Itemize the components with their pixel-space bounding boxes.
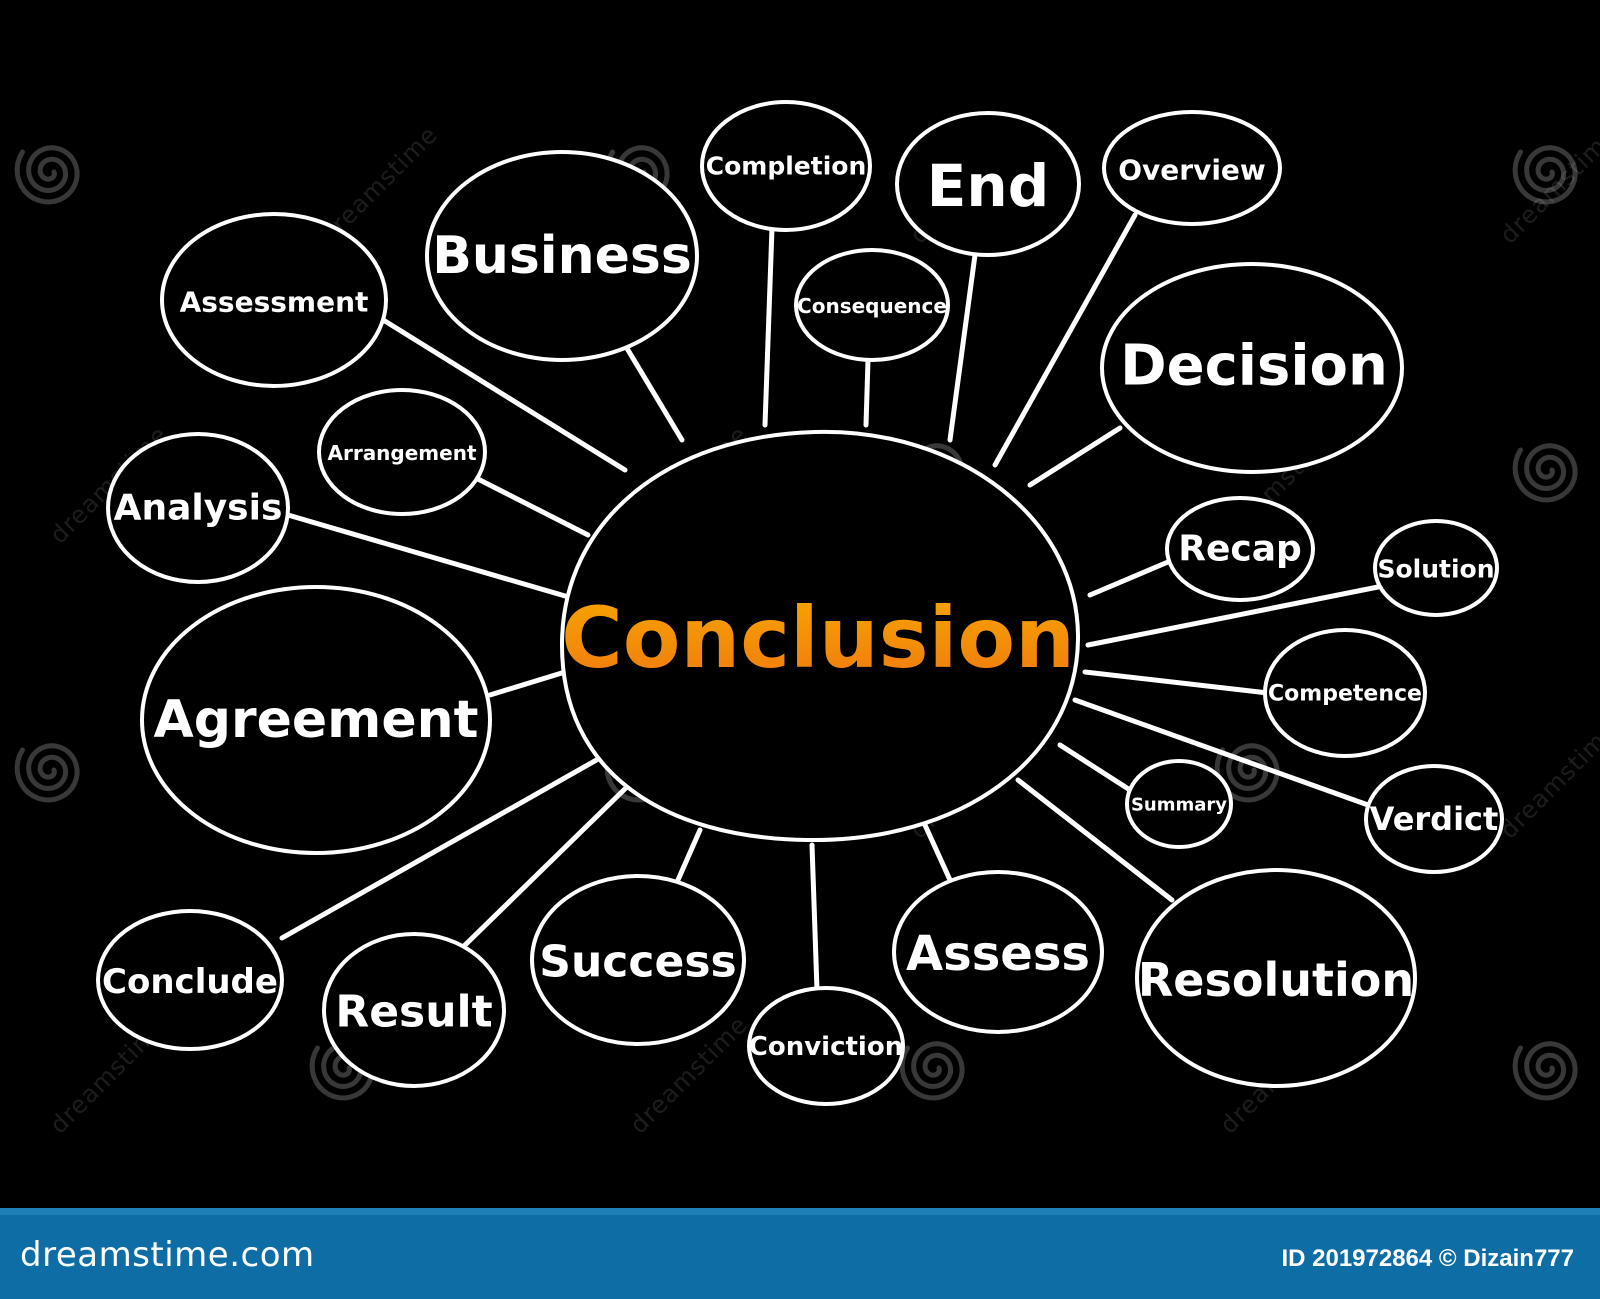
bubble-label-business: Business: [432, 226, 692, 286]
bubble-label-solution: Solution: [1377, 555, 1494, 584]
bubble-label-assess: Assess: [906, 926, 1090, 982]
spiral-logo-icon: [1214, 743, 1280, 803]
bubble-assessment: Assessment: [160, 212, 388, 388]
bubble-overview: Overview: [1102, 110, 1282, 226]
bubble-label-competence: Competence: [1268, 682, 1422, 707]
bubble-solution: Solution: [1373, 519, 1499, 617]
bubble-label-agreement: Agreement: [154, 690, 479, 750]
bubble-competence: Competence: [1263, 628, 1427, 758]
bubble-agreement: Agreement: [140, 585, 492, 855]
bubble-label-resolution: Resolution: [1138, 953, 1414, 1007]
bubble-label-success: Success: [539, 937, 736, 988]
bubble-completion: Completion: [700, 100, 872, 232]
footer-site-name[interactable]: dreamstime.com: [20, 1235, 315, 1275]
bubble-label-overview: Overview: [1118, 154, 1266, 187]
bubble-label-conclude: Conclude: [102, 962, 278, 1002]
bubble-assess: Assess: [892, 870, 1104, 1034]
bubble-arrangement: Arrangement: [317, 388, 487, 516]
connector-assess: [922, 822, 953, 883]
bubble-label-arrangement: Arrangement: [327, 441, 476, 465]
connector-lines: [279, 212, 1381, 993]
connector-resolution: [1015, 777, 1175, 903]
bubble-result: Result: [322, 932, 506, 1088]
watermark-text: dreamstime: [1494, 715, 1600, 844]
bubble-analysis: Analysis: [106, 432, 290, 584]
connector-result: [459, 779, 635, 951]
bubble-success: Success: [530, 874, 746, 1046]
connector-arrangement: [467, 472, 591, 538]
connector-success: [675, 827, 703, 883]
bubble-business: Business: [425, 150, 699, 362]
connector-completion: [762, 225, 775, 428]
connector-conclude: [279, 755, 603, 941]
bubble-label-conviction: Conviction: [749, 1032, 903, 1062]
bubble-label-end: End: [927, 152, 1049, 220]
bubble-summary: Summary: [1125, 759, 1233, 849]
footer-bar: dreamstime.com ID 201972864 © Dizain777: [0, 1208, 1600, 1299]
spiral-logo-icon: [899, 1041, 965, 1101]
footer-image-info: ID 201972864 © Dizain777: [1281, 1245, 1574, 1272]
connector-solution: [1085, 584, 1381, 648]
center-node: Conclusion: [559, 429, 1081, 843]
bubble-label-recap: Recap: [1178, 529, 1302, 570]
connector-summary: [1057, 742, 1133, 793]
center-label: Conclusion: [561, 589, 1075, 687]
connector-conviction: [809, 842, 820, 993]
connector-recap: [1087, 559, 1171, 598]
connector-consequence: [863, 357, 871, 428]
bubble-label-analysis: Analysis: [114, 488, 283, 529]
bubble-label-consequence: Consequence: [797, 294, 947, 318]
footer-top-strip: [0, 1208, 1600, 1215]
connector-verdict: [1072, 697, 1371, 808]
connector-assessment: [377, 315, 628, 473]
bubble-end: End: [895, 111, 1081, 257]
bubble-label-verdict: Verdict: [1370, 800, 1499, 838]
connector-competence: [1082, 669, 1271, 696]
connector-business: [622, 342, 685, 443]
spiral-logo-icon: [14, 145, 80, 205]
bubble-decision: Decision: [1100, 262, 1404, 474]
spiral-logo-icon: [14, 743, 80, 803]
footer-body: dreamstime.com ID 201972864 © Dizain777: [0, 1215, 1600, 1299]
center-ellipse: [559, 429, 1081, 843]
bubble-resolution: Resolution: [1135, 868, 1417, 1088]
bubble-label-assessment: Assessment: [180, 286, 369, 319]
connector-agreement: [487, 669, 568, 698]
connector-analysis: [285, 512, 575, 601]
spiral-logo-icon: [1512, 145, 1578, 205]
bubble-label-summary: Summary: [1131, 795, 1227, 816]
spiral-logo-icon: [309, 1041, 375, 1101]
bubble-recap: Recap: [1165, 496, 1315, 602]
bubble-conviction: Conviction: [747, 986, 905, 1106]
watermark-text: dreamstime: [1494, 120, 1600, 249]
bubble-verdict: Verdict: [1364, 764, 1504, 874]
spiral-logo-icon: [1512, 1041, 1578, 1101]
bubble-conclude: Conclude: [96, 909, 284, 1051]
bubble-label-result: Result: [335, 987, 492, 1038]
bubble-label-decision: Decision: [1120, 334, 1388, 399]
spiral-logo-icon: [1512, 443, 1578, 503]
bubble-label-completion: Completion: [706, 152, 867, 181]
connector-decision: [1027, 425, 1123, 488]
connector-end: [947, 252, 978, 443]
connector-overview: [992, 212, 1138, 468]
bubble-consequence: Consequence: [794, 248, 950, 362]
